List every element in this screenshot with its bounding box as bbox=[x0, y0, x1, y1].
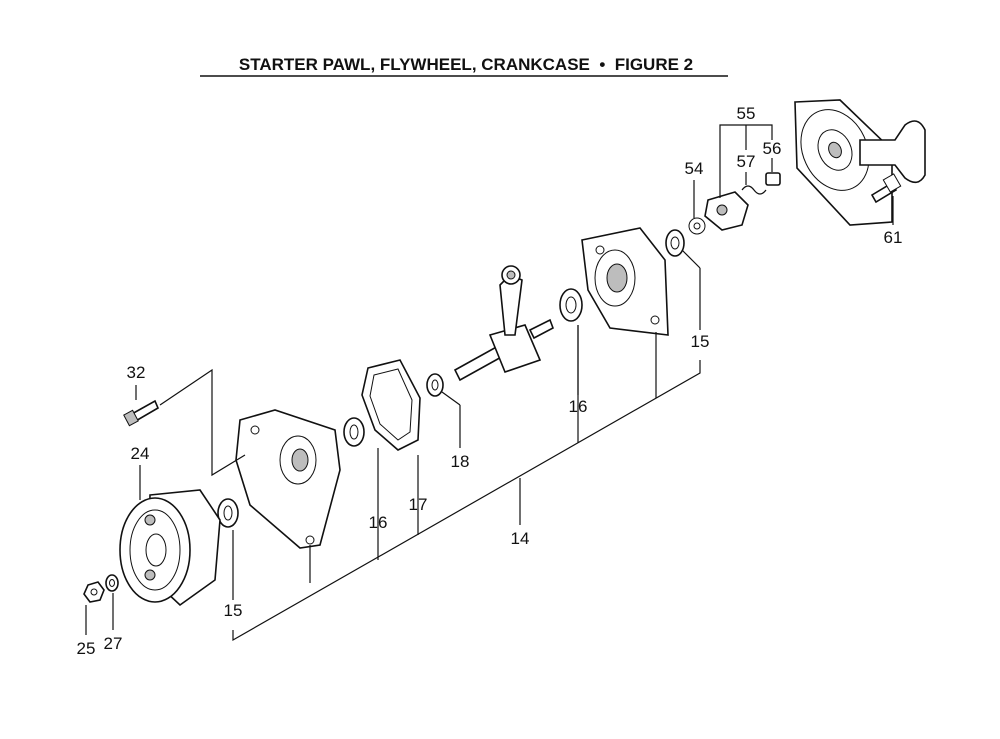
callout-16-left: 16 bbox=[369, 513, 388, 532]
callout-labels: 14 15 15 16 16 17 18 24 25 27 32 54 55 5… bbox=[77, 104, 903, 658]
washer-27 bbox=[105, 574, 119, 592]
callout-17: 17 bbox=[409, 495, 428, 514]
callout-56: 56 bbox=[763, 139, 782, 158]
callout-54: 54 bbox=[685, 159, 704, 178]
recoil-starter-housing bbox=[794, 99, 926, 226]
crankcase-right bbox=[581, 227, 669, 336]
crankcase-left bbox=[235, 409, 341, 549]
callout-57: 57 bbox=[737, 152, 756, 171]
screw-32 bbox=[123, 399, 160, 427]
starter-pawl-assembly bbox=[688, 172, 781, 235]
seal-16-right bbox=[559, 288, 583, 322]
callout-25: 25 bbox=[77, 639, 96, 658]
callout-14: 14 bbox=[511, 529, 530, 548]
washer-18 bbox=[426, 373, 444, 397]
bearing-15-left bbox=[217, 498, 239, 528]
flywheel bbox=[119, 489, 221, 607]
callout-15-right: 15 bbox=[691, 332, 710, 351]
gasket-17 bbox=[361, 359, 421, 451]
leader-lines bbox=[85, 124, 894, 642]
callout-24: 24 bbox=[131, 444, 150, 463]
crankshaft bbox=[453, 265, 554, 382]
seal-16-left bbox=[343, 417, 365, 447]
figure-title: STARTER PAWL, FLYWHEEL, CRANKCASE • FIGU… bbox=[239, 55, 693, 74]
bearing-15-right bbox=[665, 229, 685, 257]
callout-16-right: 16 bbox=[569, 397, 588, 416]
callout-32: 32 bbox=[127, 363, 146, 382]
bolt-61 bbox=[870, 173, 902, 204]
nut-25 bbox=[83, 581, 105, 603]
callout-15-left: 15 bbox=[224, 601, 243, 620]
callout-18: 18 bbox=[451, 452, 470, 471]
callout-27: 27 bbox=[104, 634, 123, 653]
callout-55: 55 bbox=[737, 104, 756, 123]
callout-61: 61 bbox=[884, 228, 903, 247]
